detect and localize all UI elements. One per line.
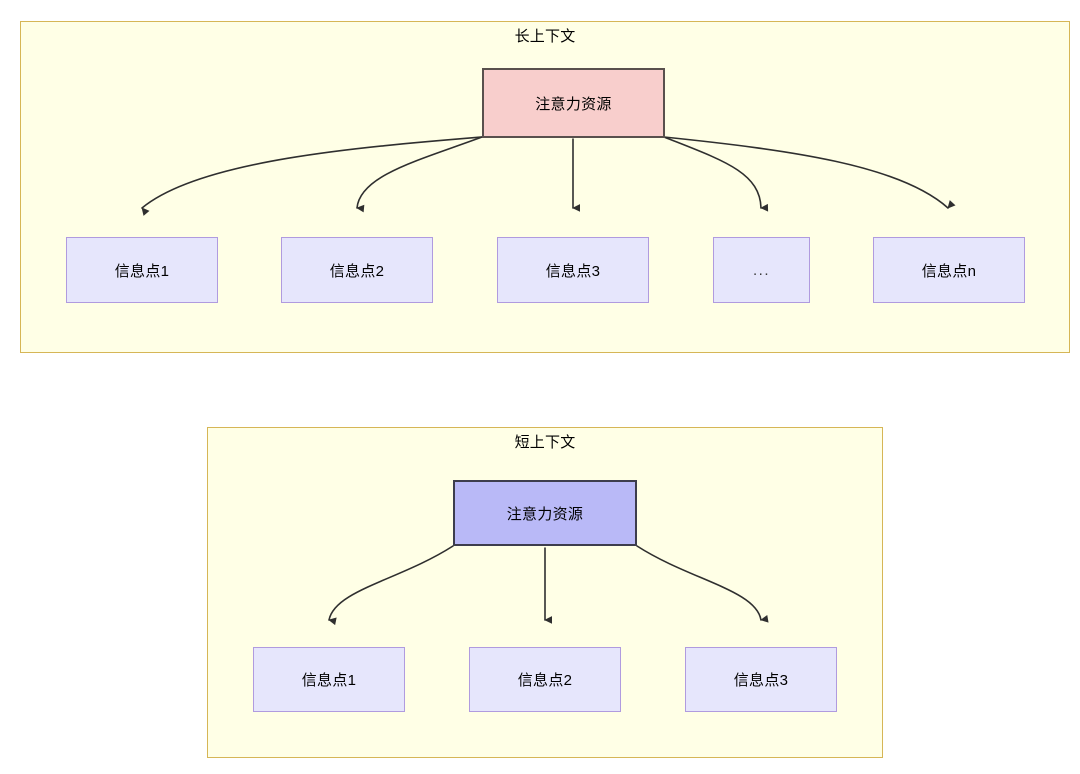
attention-resource-long-label: 注意力资源 xyxy=(535,95,612,113)
long-info-point-ellipsis-label: ... xyxy=(752,261,770,279)
attention-resource-short-label: 注意力资源 xyxy=(506,505,584,523)
long-context-title: 长上下文 xyxy=(514,28,576,45)
short-info-point-2-label: 信息点2 xyxy=(517,672,573,689)
short-info-point-2[interactable]: 信息点2 xyxy=(469,647,621,712)
long-info-point-n-label: 信息点n xyxy=(921,262,977,280)
long-info-point-1-label: 信息点1 xyxy=(114,262,170,280)
short-info-point-1[interactable]: 信息点1 xyxy=(253,647,405,712)
long-info-point-2-label: 信息点2 xyxy=(329,262,385,280)
attention-resource-short-box[interactable]: 注意力资源 xyxy=(453,480,637,546)
short-context-title: 短上下文 xyxy=(514,434,576,451)
short-info-point-3-label: 信息点3 xyxy=(733,672,789,689)
short-info-point-1-label: 信息点1 xyxy=(301,672,357,689)
long-info-point-ellipsis[interactable]: ... xyxy=(713,237,810,303)
long-info-point-1[interactable]: 信息点1 xyxy=(66,237,218,303)
long-info-point-n[interactable]: 信息点n xyxy=(873,237,1025,303)
long-info-point-3[interactable]: 信息点3 xyxy=(497,237,649,303)
short-info-point-3[interactable]: 信息点3 xyxy=(685,647,837,712)
attention-resource-long-box[interactable]: 注意力资源 xyxy=(482,68,665,138)
long-info-point-2[interactable]: 信息点2 xyxy=(281,237,433,303)
long-info-point-3-label: 信息点3 xyxy=(545,262,601,280)
